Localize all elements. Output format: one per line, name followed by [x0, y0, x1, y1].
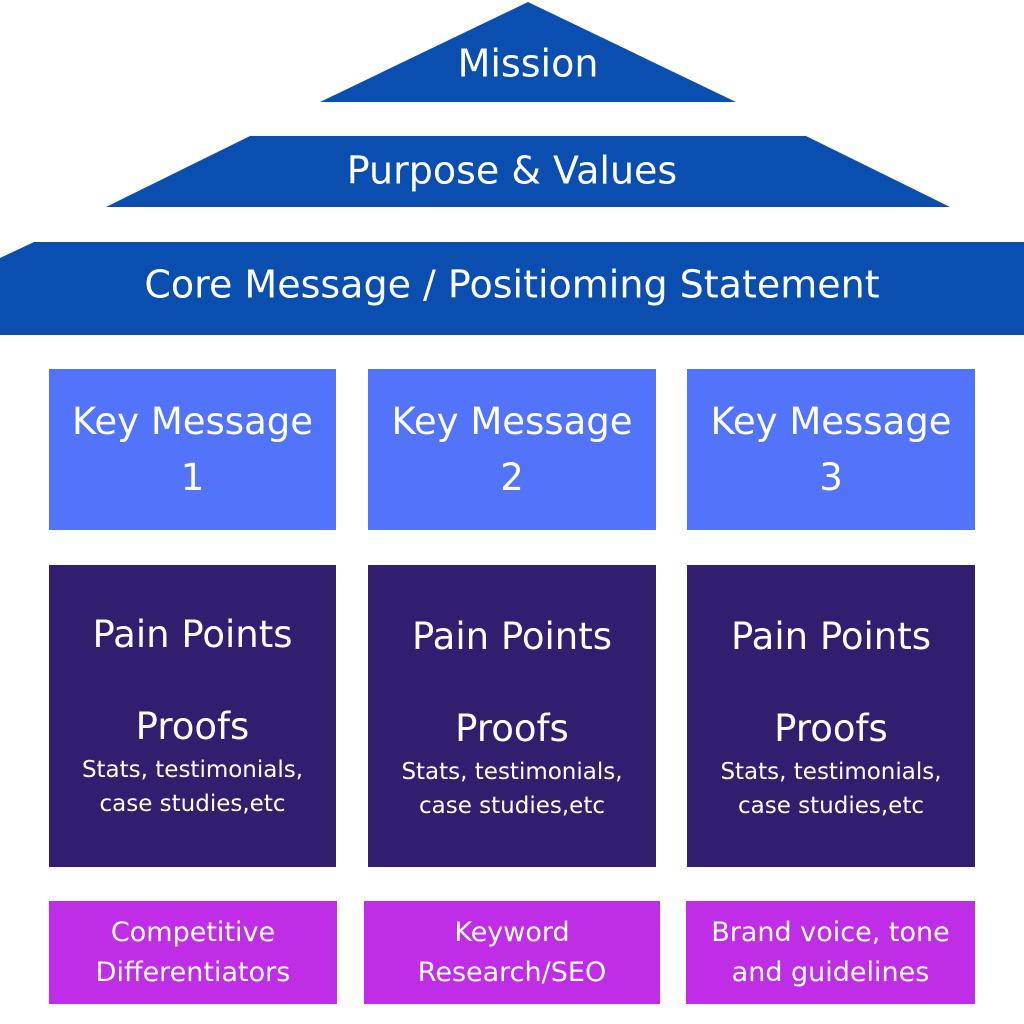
pain-points-label: Pain Points — [731, 615, 931, 658]
core-message-label: Core Message / Positioming Statement — [144, 263, 879, 307]
key-message-label: Key Message — [71, 399, 313, 443]
proofs-details-line2: case studies,etc — [418, 793, 605, 819]
proofs-details-line1: Stats, testimonials, — [720, 759, 942, 785]
key-message-label: Key Message — [710, 399, 952, 443]
key-message-1: Key Message 1 — [49, 369, 336, 530]
purpose-values-label: Purpose & Values — [347, 149, 677, 193]
proofs-details-line2: case studies,etc — [99, 791, 286, 817]
foundation-line1: Competitive — [110, 916, 276, 948]
pillar-1: Pain Points Proofs Stats, testimonials, … — [49, 565, 336, 867]
key-message-label: Key Message — [391, 399, 633, 443]
foundation-line2: Research/SEO — [417, 956, 607, 988]
proofs-details-line1: Stats, testimonials, — [401, 759, 623, 785]
mission-triangle — [320, 2, 736, 102]
foundation-brand-voice: Brand voice, tone and guidelines — [686, 901, 975, 1004]
purpose-values-band — [106, 136, 950, 207]
pillar-3: Pain Points Proofs Stats, testimonials, … — [687, 565, 975, 867]
foundation-competitive-differentiators: Competitive Differentiators — [49, 901, 337, 1004]
proofs-label: Proofs — [455, 707, 569, 750]
key-message-number: 2 — [500, 455, 524, 499]
key-message-number: 3 — [819, 455, 843, 499]
proofs-label: Proofs — [774, 707, 888, 750]
pain-points-label: Pain Points — [92, 613, 293, 656]
foundation-keyword-research: Keyword Research/SEO — [364, 901, 660, 1004]
proofs-label: Proofs — [135, 705, 250, 748]
proofs-details-line1: Stats, testimonials, — [81, 757, 304, 783]
foundation-line2: Differentiators — [95, 956, 291, 988]
key-message-3: Key Message 3 — [687, 369, 975, 530]
mission-label: Mission — [458, 42, 599, 86]
pillar-2: Pain Points Proofs Stats, testimonials, … — [368, 565, 656, 867]
core-message-band — [0, 242, 1024, 335]
pain-points-label: Pain Points — [412, 615, 612, 658]
roof: Mission Purpose & Values Core Message / … — [0, 2, 1024, 335]
proofs-details-line2: case studies,etc — [737, 793, 924, 819]
foundation-line2: and guidelines — [731, 956, 930, 988]
key-message-2: Key Message 2 — [368, 369, 656, 530]
foundation-line1: Keyword — [454, 916, 570, 948]
key-message-number: 1 — [180, 455, 205, 499]
foundation-line1: Brand voice, tone — [711, 916, 950, 948]
proofs-details: Stats, testimonials, case studies,etc — [49, 753, 336, 821]
proofs-details: Stats, testimonials, case studies,etc — [687, 755, 975, 823]
proofs-details: Stats, testimonials, case studies,etc — [368, 755, 656, 823]
